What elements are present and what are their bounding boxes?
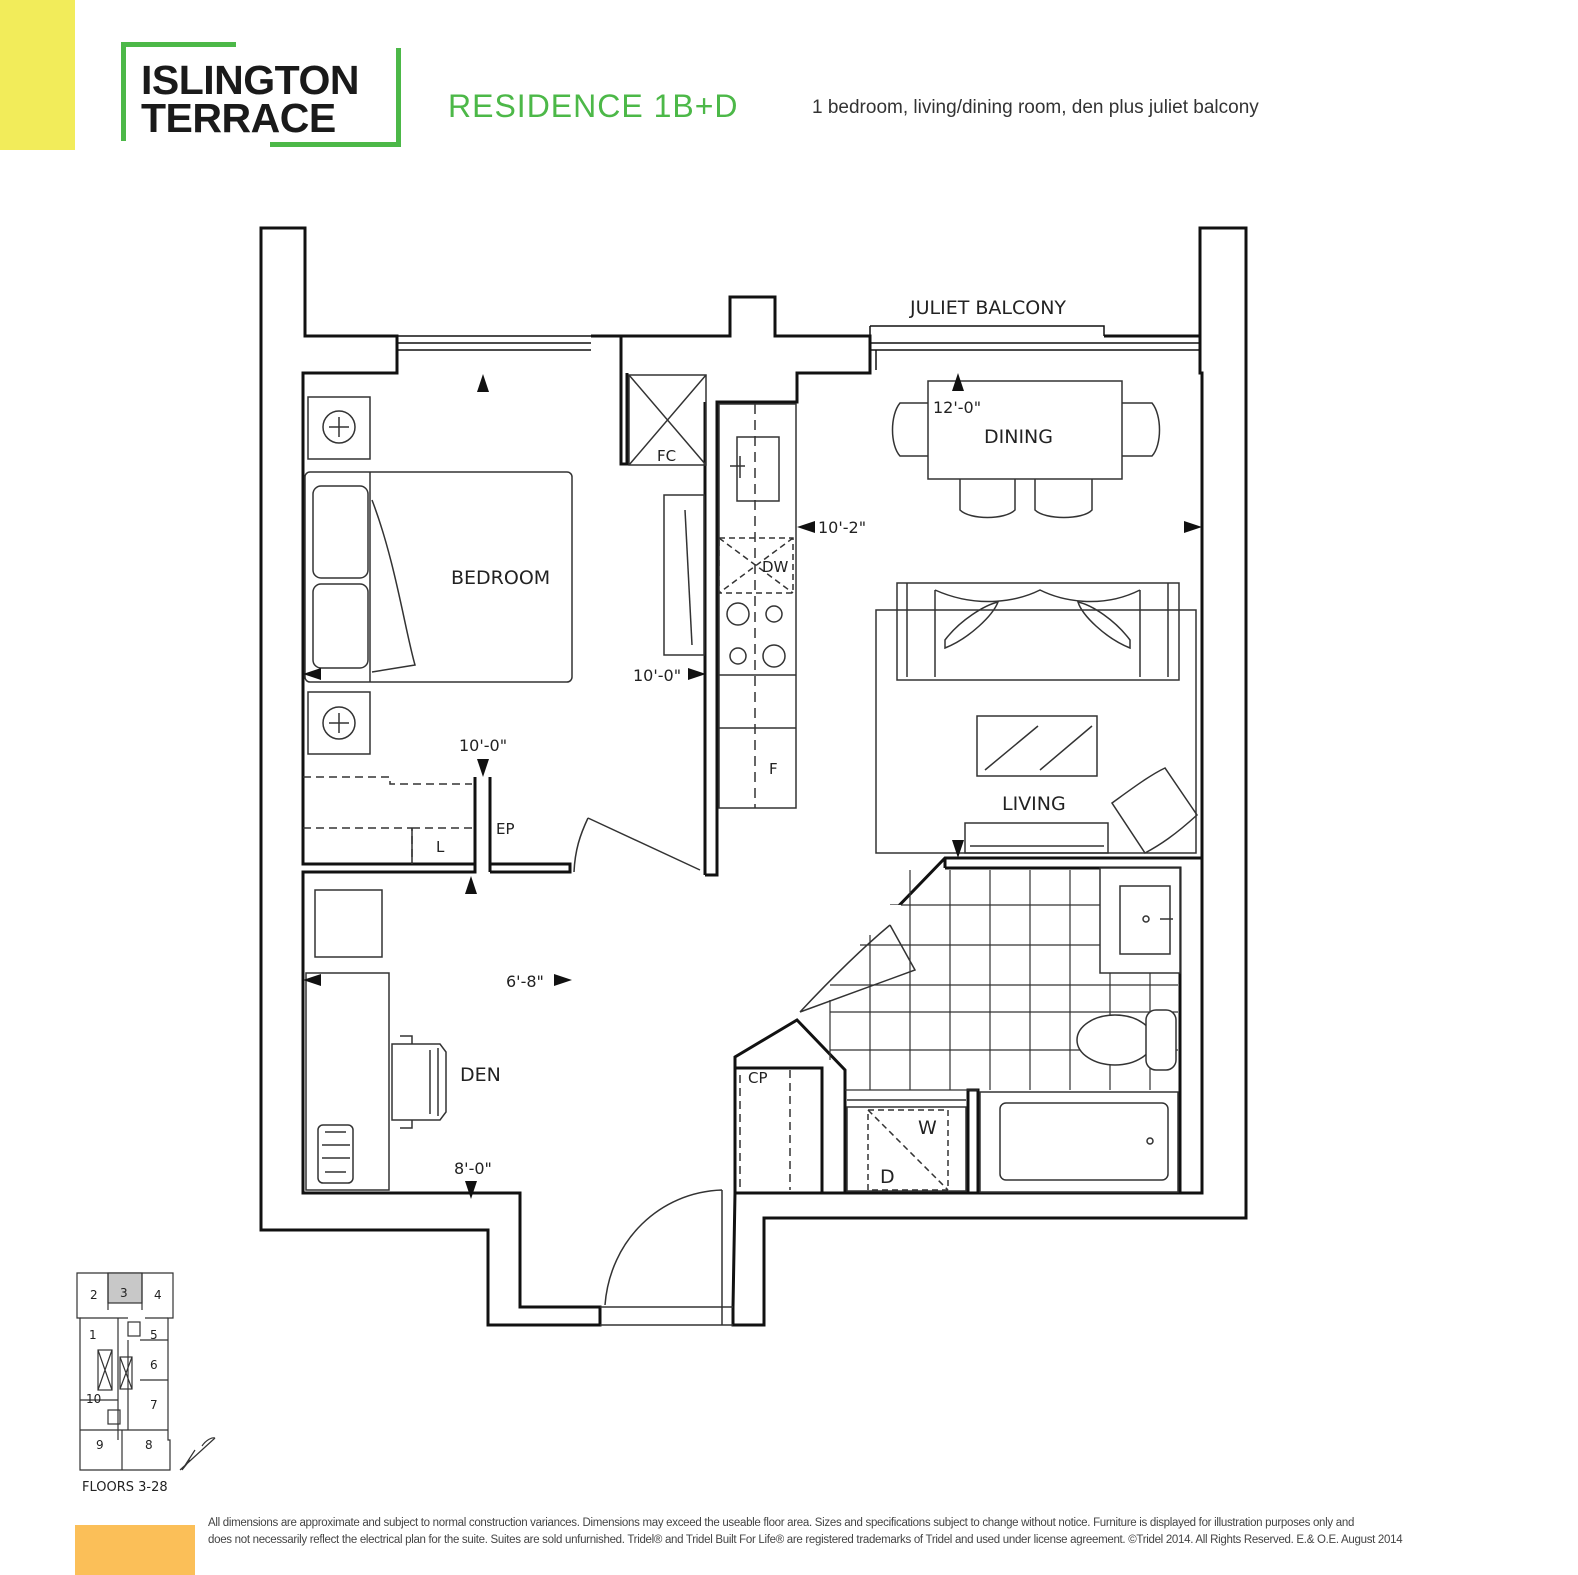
- fixture-label-f: F: [769, 760, 778, 778]
- bed: [303, 396, 705, 873]
- fixture-label-l: L: [436, 838, 445, 856]
- kitchen: [718, 403, 797, 809]
- room-label-den: DEN: [460, 1064, 501, 1086]
- key-unit-10: 10: [86, 1392, 101, 1406]
- room-label-dining: DINING: [984, 426, 1053, 448]
- key-unit-7: 7: [150, 1398, 158, 1412]
- room-label-juliet-balcony: JULIET BALCONY: [909, 297, 1066, 319]
- fixture-label-dw: DW: [762, 558, 789, 576]
- furnace-closet: [628, 374, 707, 466]
- residence-title: RESIDENCE 1B+D: [448, 88, 739, 124]
- yellow-accent-bar: [0, 0, 75, 150]
- key-plan: [76, 1272, 216, 1471]
- fixture-label-ep: EP: [496, 820, 515, 838]
- dimension-den-depth: 8'-0": [454, 1159, 492, 1178]
- living-furniture: [875, 582, 1198, 854]
- key-unit-2: 2: [90, 1288, 98, 1302]
- disclaimer-line-2: does not necessarily reflect the electri…: [208, 1534, 1403, 1546]
- fixture-label-cp: CP: [748, 1069, 768, 1087]
- dimension-den-width: 6'-8": [506, 972, 544, 991]
- room-label-bedroom: BEDROOM: [451, 567, 550, 589]
- key-unit-1: 1: [89, 1328, 97, 1342]
- dimension-dining-width: 12'-0": [933, 398, 981, 417]
- disclaimer-line-1: All dimensions are approximate and subje…: [208, 1517, 1355, 1529]
- orange-accent-bar: [75, 1525, 195, 1575]
- dimension-bedroom-depth: 10'-0": [459, 736, 507, 755]
- fixture-label-fc: FC: [657, 447, 676, 465]
- bathroom: [829, 870, 1178, 1091]
- disclaimer: All dimensions are approximate and subje…: [208, 1515, 1498, 1549]
- dimension-arrows: [303, 373, 1202, 1199]
- key-unit-5: 5: [150, 1328, 158, 1342]
- key-unit-8: 8: [145, 1438, 153, 1452]
- logo-line-1: ISLINGTON: [141, 57, 359, 103]
- key-unit-6: 6: [150, 1358, 158, 1372]
- dining-table: [891, 380, 1161, 519]
- key-unit-9: 9: [96, 1438, 104, 1452]
- logo: ISLINGTON TERRACE: [120, 41, 421, 148]
- fixture-label-d: D: [880, 1166, 895, 1188]
- den-furniture: [305, 889, 447, 1191]
- logo-line-2: TERRACE: [141, 95, 336, 141]
- fixture-label-w: W: [918, 1117, 937, 1139]
- key-unit-4: 4: [154, 1288, 162, 1302]
- room-label-living: LIVING: [1002, 793, 1066, 815]
- residence-subtitle: 1 bedroom, living/dining room, den plus …: [812, 97, 1259, 118]
- key-plan-label: FLOORS 3-28: [82, 1480, 168, 1495]
- key-unit-3: 3: [120, 1286, 128, 1300]
- dimension-bedroom-width: 10'-0": [633, 666, 681, 685]
- dimension-living-depth: 10'-2": [818, 518, 866, 537]
